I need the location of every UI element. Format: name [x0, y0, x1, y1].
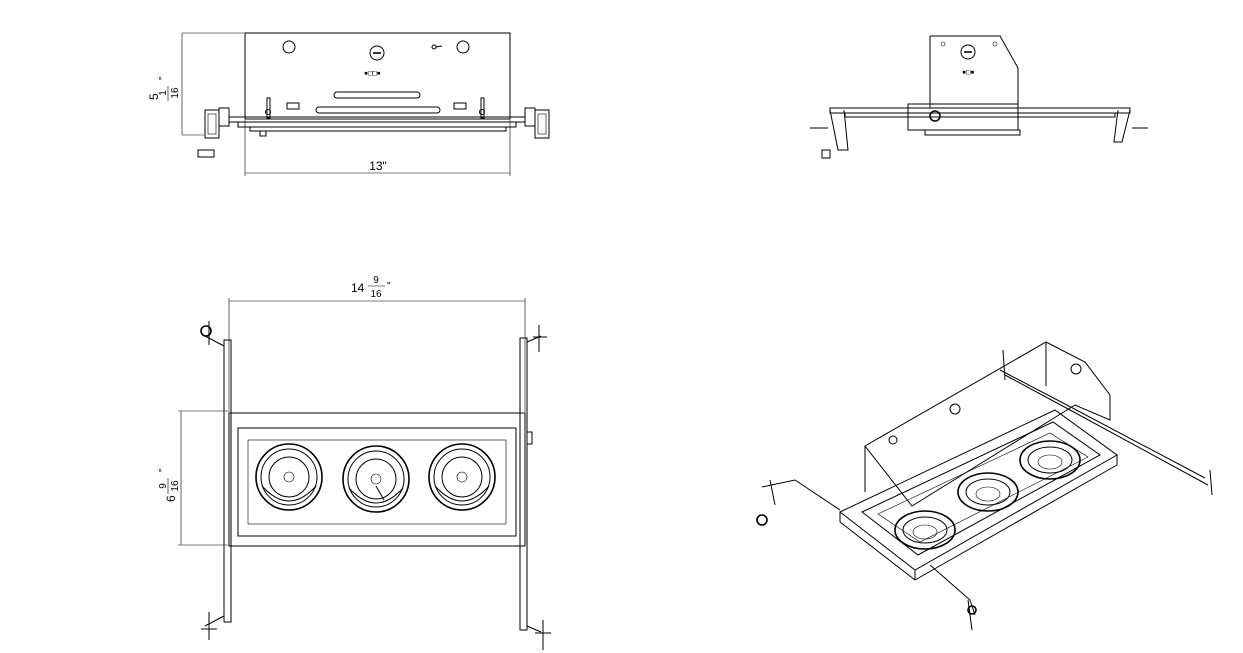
side-view: ▪□▪	[810, 35, 1148, 159]
front-height-whole: 5	[147, 93, 161, 100]
lamp-right	[428, 443, 496, 511]
front-height-den: 16	[170, 87, 181, 99]
side-knockout	[960, 44, 976, 60]
top-width-unit: "	[387, 281, 391, 292]
dim-front-width: 13"	[244, 120, 511, 176]
left-clip	[197, 149, 215, 158]
top-height-num: 9	[158, 483, 169, 489]
knockout-left	[282, 40, 296, 54]
front-view: ▪□□▪ 5 1 16 "	[147, 32, 550, 176]
top-height-den: 16	[170, 480, 181, 492]
dim-top-width: 14 9 16 "	[228, 275, 526, 412]
screw-icon	[431, 44, 437, 50]
knockout-center	[369, 45, 385, 61]
lamp-left	[255, 443, 323, 511]
svg-text:▪□▪: ▪□▪	[962, 68, 975, 76]
lamp-center	[342, 445, 410, 513]
dim-front-height: 5 1 16 "	[147, 32, 244, 136]
front-height-unit: "	[158, 76, 169, 80]
top-width-den: 16	[370, 289, 382, 300]
top-width-whole: 14	[351, 281, 365, 295]
front-height-num: 1	[158, 90, 169, 96]
front-housing	[244, 32, 511, 120]
side-housing	[929, 35, 1019, 109]
dim-top-height: 6 9 16 "	[158, 410, 228, 546]
front-width-label: 13"	[369, 159, 387, 173]
iso-lamp-1	[894, 510, 956, 550]
side-pivot	[929, 110, 941, 122]
iso-lamp-3	[1019, 440, 1081, 480]
iso-housing	[864, 341, 1111, 507]
trim-frame	[228, 412, 526, 547]
top-height-whole: 6	[164, 495, 178, 502]
top-width-num: 9	[373, 275, 379, 286]
iso-lamp-2	[957, 472, 1019, 512]
left-bar	[223, 339, 232, 623]
clip-tl	[200, 325, 212, 337]
top-height-unit: "	[158, 468, 169, 472]
right-bar	[519, 337, 528, 631]
knockout-right	[456, 40, 470, 54]
label-marks: ▪□□▪	[364, 69, 381, 77]
isometric-view	[756, 341, 1213, 631]
top-view: 14 9 16 " 6 9 16 "	[158, 275, 551, 650]
front-slot	[333, 91, 421, 99]
